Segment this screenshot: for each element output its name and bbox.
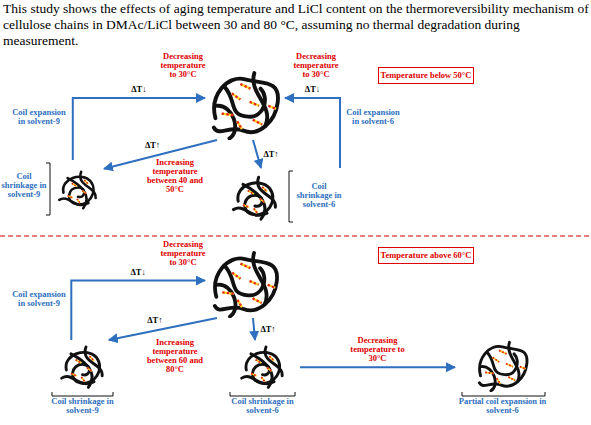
bracket xyxy=(230,392,295,396)
process-arrow xyxy=(73,98,205,160)
coil-node xyxy=(205,250,285,318)
coil-illustration xyxy=(479,342,527,391)
bracket xyxy=(462,392,545,396)
process-note: Coil expansion in solvent-9 xyxy=(10,108,68,126)
coil-node: Coil shrinkage in solvent-9 xyxy=(0,160,104,218)
arrow-label: ΔT↓ xyxy=(125,267,151,276)
process-note: Coil expansion in solvent-9 xyxy=(10,290,68,308)
bracket xyxy=(46,163,50,215)
bracket xyxy=(289,171,293,222)
temperature-note: Increasing temperature between 40 and 50… xyxy=(137,158,213,194)
arrow-label: Decreasing temperature to 30°C xyxy=(343,336,413,363)
coil-caption: Coil shrinkage in solvent-9 xyxy=(0,172,48,199)
arrow-label: ΔT↑ xyxy=(255,325,281,334)
section-box: Temperature below 50°C xyxy=(378,67,474,84)
section-box: Temperature above 60°C xyxy=(378,247,474,264)
coil-caption: Coil shrinkage in solvent-6 xyxy=(225,397,300,415)
caption-text: This study shows the effects of aging te… xyxy=(3,1,589,49)
process-note: Coil expansion in solvent-6 xyxy=(345,108,401,126)
arrow-label: ΔT↓ xyxy=(299,85,325,94)
coil-node xyxy=(205,70,285,140)
coil-illustration xyxy=(215,253,277,316)
arrow-label: ΔT↑ xyxy=(258,150,284,159)
coil-caption: Partial coil expansion in solvent-6 xyxy=(455,397,550,415)
coil-caption: Coil shrinkage in solvent-9 xyxy=(45,397,120,415)
bracket xyxy=(52,392,113,396)
temperature-note: Decreasing temperature to 30°C xyxy=(158,240,208,267)
coil-illustration xyxy=(242,347,282,387)
coil-node: Coil shrinkage in solvent-6 xyxy=(225,168,345,226)
coil-illustration xyxy=(214,73,278,138)
section-heading: Temperature above 60°C xyxy=(381,251,472,260)
process-arrow xyxy=(253,140,261,168)
arrow-label: ΔT↑ xyxy=(142,316,168,325)
coil-node: Coil shrinkage in solvent-9 xyxy=(45,340,120,418)
coil-illustration xyxy=(62,347,102,387)
coil-illustration xyxy=(233,177,275,219)
temperature-note: Increasing temperature between 60 and 80… xyxy=(137,338,213,374)
coil-illustration xyxy=(59,172,95,208)
process-arrow xyxy=(285,98,340,168)
temperature-note: Decreasing temperature to 30°C xyxy=(158,52,208,79)
process-arrow xyxy=(109,318,217,340)
coil-node: Coil shrinkage in solvent-6 xyxy=(225,340,300,418)
arrow-label: ΔT↓ xyxy=(126,85,152,94)
section-heading: Temperature below 50°C xyxy=(381,71,472,80)
arrow-label: ΔT↑ xyxy=(140,141,166,150)
section-divider xyxy=(0,235,591,236)
temperature-note: Decreasing temperature to 30°C xyxy=(290,52,342,79)
coil-node: Partial coil expansion in solvent-6 xyxy=(455,340,550,418)
process-arrow xyxy=(253,318,255,340)
process-arrow xyxy=(71,281,205,340)
coil-caption: Coil shrinkage in solvent-6 xyxy=(293,182,345,209)
process-arrow xyxy=(300,366,455,368)
